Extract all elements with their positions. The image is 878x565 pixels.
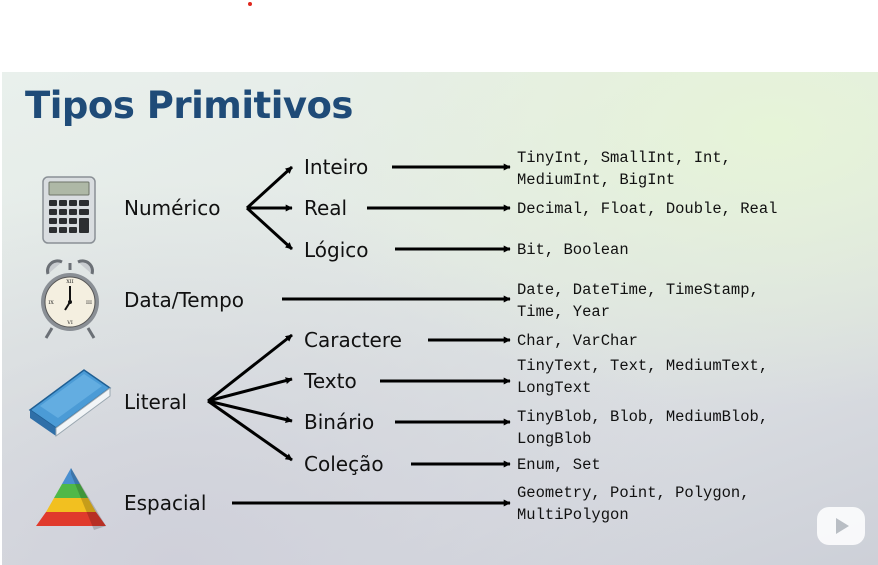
subcategory-real: Real: [304, 196, 348, 220]
values-caractere: Char, VarChar: [517, 332, 638, 350]
play-icon: [836, 518, 849, 534]
arrow-literal-binario: [207, 399, 293, 423]
connector-arrows: [207, 163, 511, 507]
book-icon: [28, 369, 112, 437]
subcategory-logico: Lógico: [304, 238, 369, 262]
slide-title: Tipos Primitivos: [25, 84, 353, 127]
category-literal: Literal: [124, 390, 187, 414]
alarm-clock-icon: XII III VI IX: [41, 259, 99, 339]
values-data-tempo: Date, DateTime, TimeStamp, Time, Year: [517, 281, 759, 321]
category-numerico: Numérico: [124, 196, 221, 220]
values-inteiro: TinyInt, SmallInt, Int, MediumInt, BigIn…: [517, 149, 731, 189]
pyramid-icon: [36, 468, 106, 530]
video-play-badge[interactable]: [817, 507, 865, 545]
subcategory-caractere: Caractere: [304, 328, 402, 352]
values-real: Decimal, Float, Double, Real: [517, 200, 778, 218]
red-marker-dot: [248, 2, 252, 6]
subcategory-texto: Texto: [304, 369, 357, 393]
values-binario: TinyBlob, Blob, MediumBlob, LongBlob: [517, 408, 769, 448]
subcategory-binario: Binário: [304, 410, 375, 434]
svg-text:VI: VI: [66, 320, 73, 326]
arrow-literal-texto: [207, 377, 293, 403]
slide: Tipos Primitivos: [2, 72, 878, 565]
svg-text:III: III: [86, 300, 92, 306]
category-espacial: Espacial: [124, 491, 207, 515]
values-texto: TinyText, Text, MediumText, LongText: [517, 357, 769, 397]
subcategory-colecao: Coleção: [304, 452, 384, 476]
arrow-literal-caractere: [207, 333, 293, 403]
category-data-tempo: Data/Tempo: [124, 288, 245, 312]
svg-text:IX: IX: [48, 300, 54, 306]
calculator-icon: [42, 176, 96, 244]
arrow-numerico-logico: [245, 206, 294, 251]
subcategory-inteiro: Inteiro: [304, 155, 369, 179]
arrow-literal-colecao: [207, 399, 293, 462]
values-colecao: Enum, Set: [517, 456, 601, 474]
values-espacial: Geometry, Point, Polygon, MultiPolygon: [517, 484, 750, 524]
arrow-numerico-inteiro: [245, 165, 294, 210]
values-logico: Bit, Boolean: [517, 241, 629, 259]
svg-text:XII: XII: [66, 279, 74, 285]
